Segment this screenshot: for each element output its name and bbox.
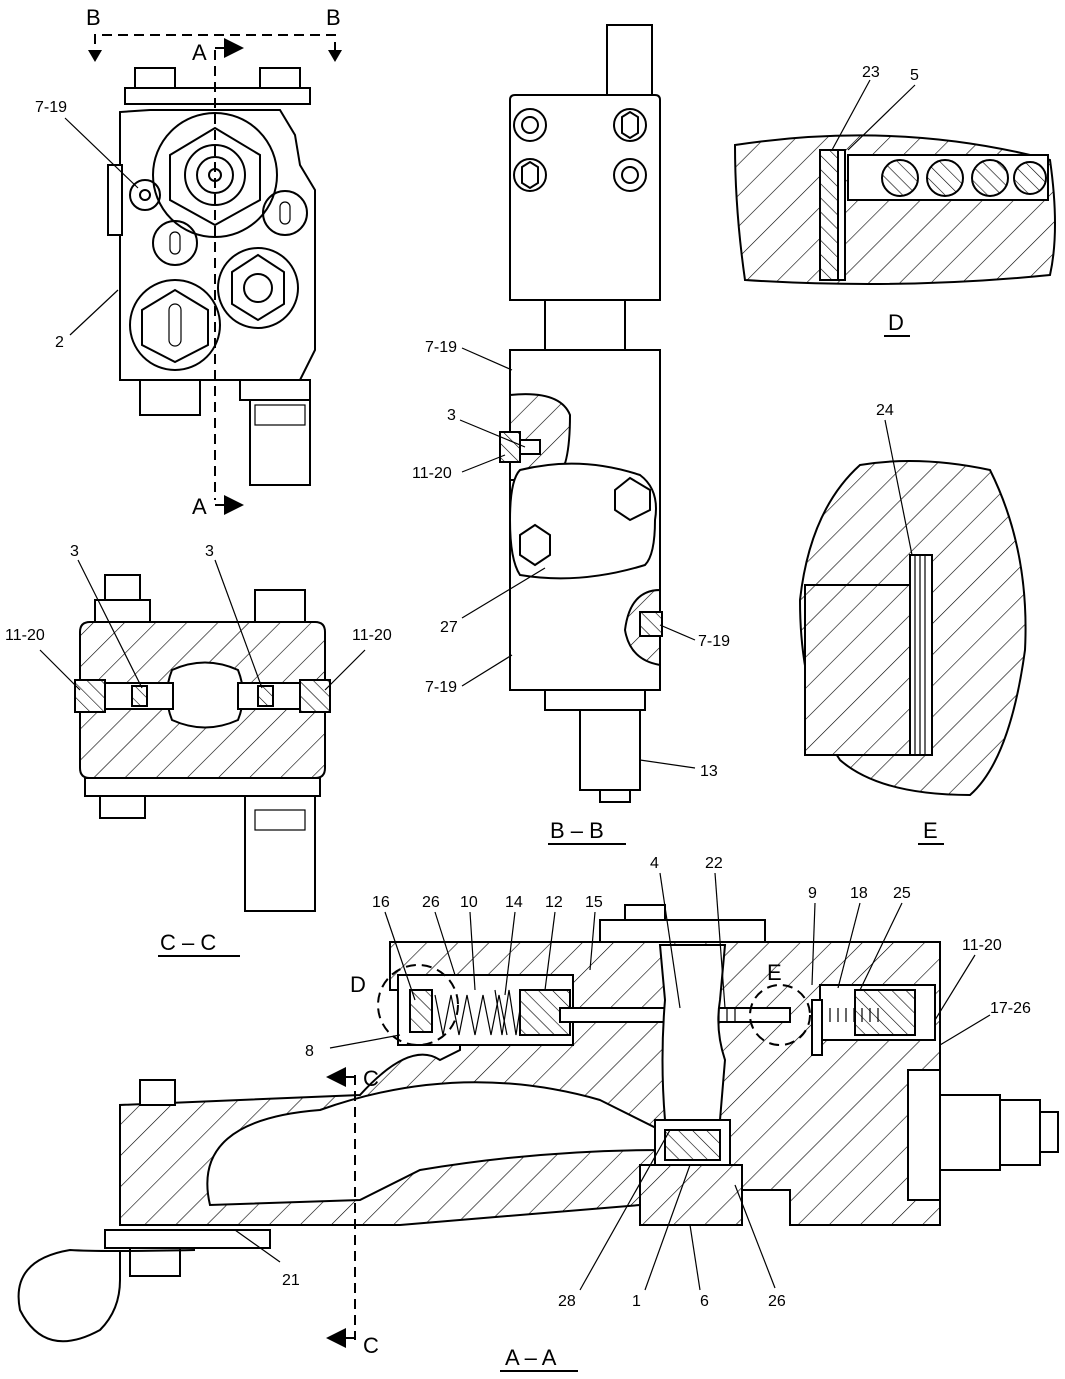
bb-callout-3: 3 <box>447 407 456 424</box>
bb-callout-7-19-top: 7-19 <box>425 339 457 356</box>
bb-callout-27: 27 <box>440 619 458 636</box>
d-callout-5: 5 <box>910 67 919 84</box>
detail-callout-e: E <box>767 960 782 985</box>
aa-callout-6: 6 <box>700 1293 709 1310</box>
cc-callout-3-right: 3 <box>205 543 214 560</box>
section-marker-a-bottom: A <box>192 494 207 519</box>
aa-callout-18: 18 <box>850 885 868 902</box>
aa-callout-9: 9 <box>808 885 817 902</box>
section-marker-c-bottom: C <box>363 1333 379 1358</box>
aa-callout-26-bottom: 26 <box>768 1293 786 1310</box>
view-title-cc: C – C <box>160 930 216 955</box>
section-line-bb <box>94 34 336 60</box>
bb-callout-7-19-right: 7-19 <box>698 633 730 650</box>
aa-callout-12: 12 <box>545 894 563 911</box>
aa-callout-28: 28 <box>558 1293 576 1310</box>
aa-callout-4: 4 <box>650 855 659 872</box>
view-title-e: E <box>923 818 938 843</box>
d-callout-23: 23 <box>862 64 880 81</box>
section-marker-b-left: B <box>86 5 101 30</box>
section-marker-b-right: B <box>326 5 341 30</box>
cc-callout-3-left: 3 <box>70 543 79 560</box>
aa-callout-16: 16 <box>372 894 390 911</box>
aa-callout-22: 22 <box>705 855 723 872</box>
bb-callout-11-20: 11-20 <box>412 465 452 482</box>
callout-2: 2 <box>55 334 64 351</box>
bb-upper-body <box>509 94 661 301</box>
view-cc: 3 3 11-20 11-20 C – C <box>5 543 392 957</box>
aa-callout-17-26: 17-26 <box>990 1000 1031 1017</box>
section-marker-c-top: C <box>363 1066 379 1091</box>
aa-callout-15: 15 <box>585 894 603 911</box>
view-title-d: D <box>888 310 904 335</box>
detail-callout-d: D <box>350 972 366 997</box>
aa-callout-11-20: 11-20 <box>962 937 1002 954</box>
bb-callout-7-19-bottom: 7-19 <box>425 679 457 696</box>
aa-callout-14: 14 <box>505 894 523 911</box>
aa-callout-25: 25 <box>893 885 911 902</box>
callout-7-19: 7-19 <box>35 99 67 116</box>
bb-callout-13: 13 <box>700 763 718 780</box>
section-marker-a-top: A <box>192 40 207 65</box>
view-d: 23 5 D <box>733 64 1056 337</box>
aa-callout-21: 21 <box>282 1272 300 1289</box>
aa-callout-8: 8 <box>305 1043 314 1060</box>
view-title-aa: A – A <box>505 1345 557 1370</box>
view-aa: C C D E 16 26 10 14 12 15 4 22 9 18 25 1… <box>17 855 1059 1372</box>
aa-callout-10: 10 <box>460 894 478 911</box>
view-e: 24 E <box>798 402 1027 845</box>
cc-callout-11-20-right: 11-20 <box>352 627 392 644</box>
view-bb: 7-19 3 11-20 27 7-19 7-19 13 B – B <box>412 24 730 845</box>
cc-callout-11-20-left: 11-20 <box>5 627 45 644</box>
top-view: B B <box>35 5 342 519</box>
e-callout-24: 24 <box>876 402 894 419</box>
aa-callout-26-top: 26 <box>422 894 440 911</box>
aa-callout-1: 1 <box>632 1293 641 1310</box>
view-title-bb: B – B <box>550 818 604 843</box>
